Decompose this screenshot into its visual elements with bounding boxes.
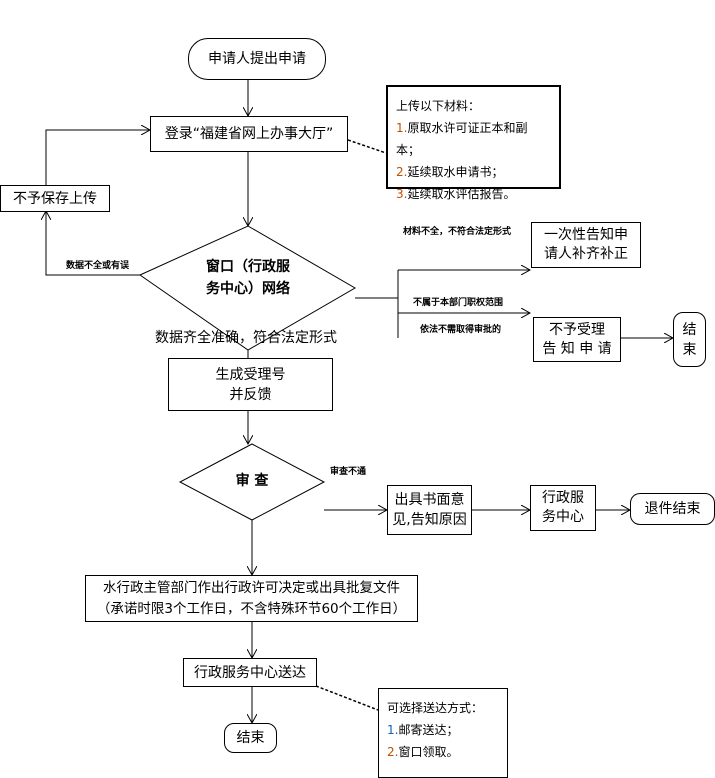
service-center-node: 行政服 务中心 bbox=[530, 485, 596, 531]
node-line: 请人补齐补正 bbox=[544, 246, 628, 262]
label-data-incomplete: 数据不全或有误 bbox=[66, 261, 130, 271]
node-line: 告 知 申 请 bbox=[542, 340, 612, 357]
item-text: 窗口领取。 bbox=[398, 745, 459, 759]
node-line: 不予受理 bbox=[549, 321, 605, 338]
start-node: 申请人提出申请 bbox=[188, 38, 326, 80]
node-line: 务中心）网络 bbox=[206, 281, 290, 297]
delivery-text: 行政服务中心送达 bbox=[194, 664, 306, 681]
note-item: 1.原取水许可证正本和副本； bbox=[396, 117, 551, 161]
start-text: 申请人提出申请 bbox=[208, 51, 306, 67]
delivery-node: 行政服务中心送达 bbox=[183, 658, 317, 687]
node-line: 生成受理号 bbox=[215, 366, 286, 383]
item-text: 原取水许可证正本和副本； bbox=[396, 121, 528, 157]
reject-save-text: 不予保存上传 bbox=[13, 190, 97, 207]
reject-save-node: 不予保存上传 bbox=[0, 185, 110, 212]
note-item: 1.邮寄送达； bbox=[387, 719, 499, 741]
generate-number-node: 生成受理号 并反馈 bbox=[168, 358, 333, 411]
label-materials-incomplete: 材料不全，不符合法定形式 bbox=[403, 227, 512, 237]
notify-once-node: 一次性告知申 请人补齐补正 bbox=[531, 222, 641, 268]
node-line: 束 bbox=[682, 341, 697, 358]
end-bottom-text: 结束 bbox=[236, 730, 265, 746]
item-number: 2. bbox=[387, 745, 399, 759]
node-line: 结 bbox=[682, 321, 697, 338]
node-line: 见,告知原因 bbox=[392, 512, 467, 528]
node-line: 务中心 bbox=[542, 509, 584, 525]
node-line: 出具书面意 bbox=[394, 492, 465, 508]
decision-node: 水行政主管部门作出行政许可决定或出具批复文件 （承诺时限3个工作日，不含特殊环节… bbox=[85, 575, 418, 622]
item-number: 2. bbox=[396, 165, 408, 179]
reject-accept-node: 不予受理 告 知 申 请 bbox=[533, 317, 621, 362]
note-title: 上传以下材料： bbox=[396, 99, 481, 113]
delivery-methods-note: 可选择送达方式： 1.邮寄送达； 2.窗口领取。 bbox=[378, 688, 508, 778]
node-line: 窗口（行政服 bbox=[206, 259, 290, 275]
item-number: 1. bbox=[387, 723, 399, 737]
item-number: 1. bbox=[396, 121, 408, 135]
written-opinion-node: 出具书面意 见,告知原因 bbox=[387, 485, 472, 535]
label-not-in-scope: 不属于本部门职权范围 bbox=[413, 298, 504, 308]
label-review-failed: 审查不通 bbox=[330, 467, 367, 477]
note-item: 2.延续取水申请书； bbox=[396, 161, 551, 183]
label-no-approval-needed: 依法不需取得审批的 bbox=[420, 325, 502, 335]
login-node: 登录“福建省网上办事大厅” bbox=[150, 116, 348, 152]
note-title: 可选择送达方式： bbox=[387, 701, 484, 715]
note-item: 3.延续取水评估报告。 bbox=[396, 183, 551, 205]
end-right-node: 结 束 bbox=[673, 312, 706, 367]
return-end-node: 退件结束 bbox=[630, 493, 715, 525]
end-bottom-node: 结束 bbox=[224, 723, 277, 753]
window-review-node: 窗口（行政服 务中心）网络 bbox=[190, 256, 306, 300]
return-end-text: 退件结束 bbox=[644, 501, 701, 517]
item-number: 3. bbox=[396, 187, 408, 201]
item-text: 延续取水评估报告。 bbox=[407, 187, 516, 201]
review-node: 审 查 bbox=[235, 473, 269, 489]
node-line: （承诺时限3个工作日，不含特殊环节60个工作日） bbox=[96, 600, 407, 617]
login-text: 登录“福建省网上办事大厅” bbox=[164, 126, 334, 142]
item-text: 延续取水申请书； bbox=[407, 165, 504, 179]
note-item: 2.窗口领取。 bbox=[387, 741, 499, 763]
node-line: 行政服 bbox=[542, 490, 584, 506]
upload-materials-note: 上传以下材料： 1.原取水许可证正本和副本； 2.延续取水申请书； 3.延续取水… bbox=[386, 85, 561, 201]
node-line: 一次性告知申 bbox=[544, 227, 628, 243]
label-data-complete: 数据齐全准确，符合法定形式 bbox=[155, 330, 337, 346]
node-line: 并反馈 bbox=[229, 386, 272, 403]
item-text: 邮寄送达； bbox=[398, 723, 459, 737]
node-line: 水行政主管部门作出行政许可决定或出具批复文件 bbox=[103, 579, 400, 596]
